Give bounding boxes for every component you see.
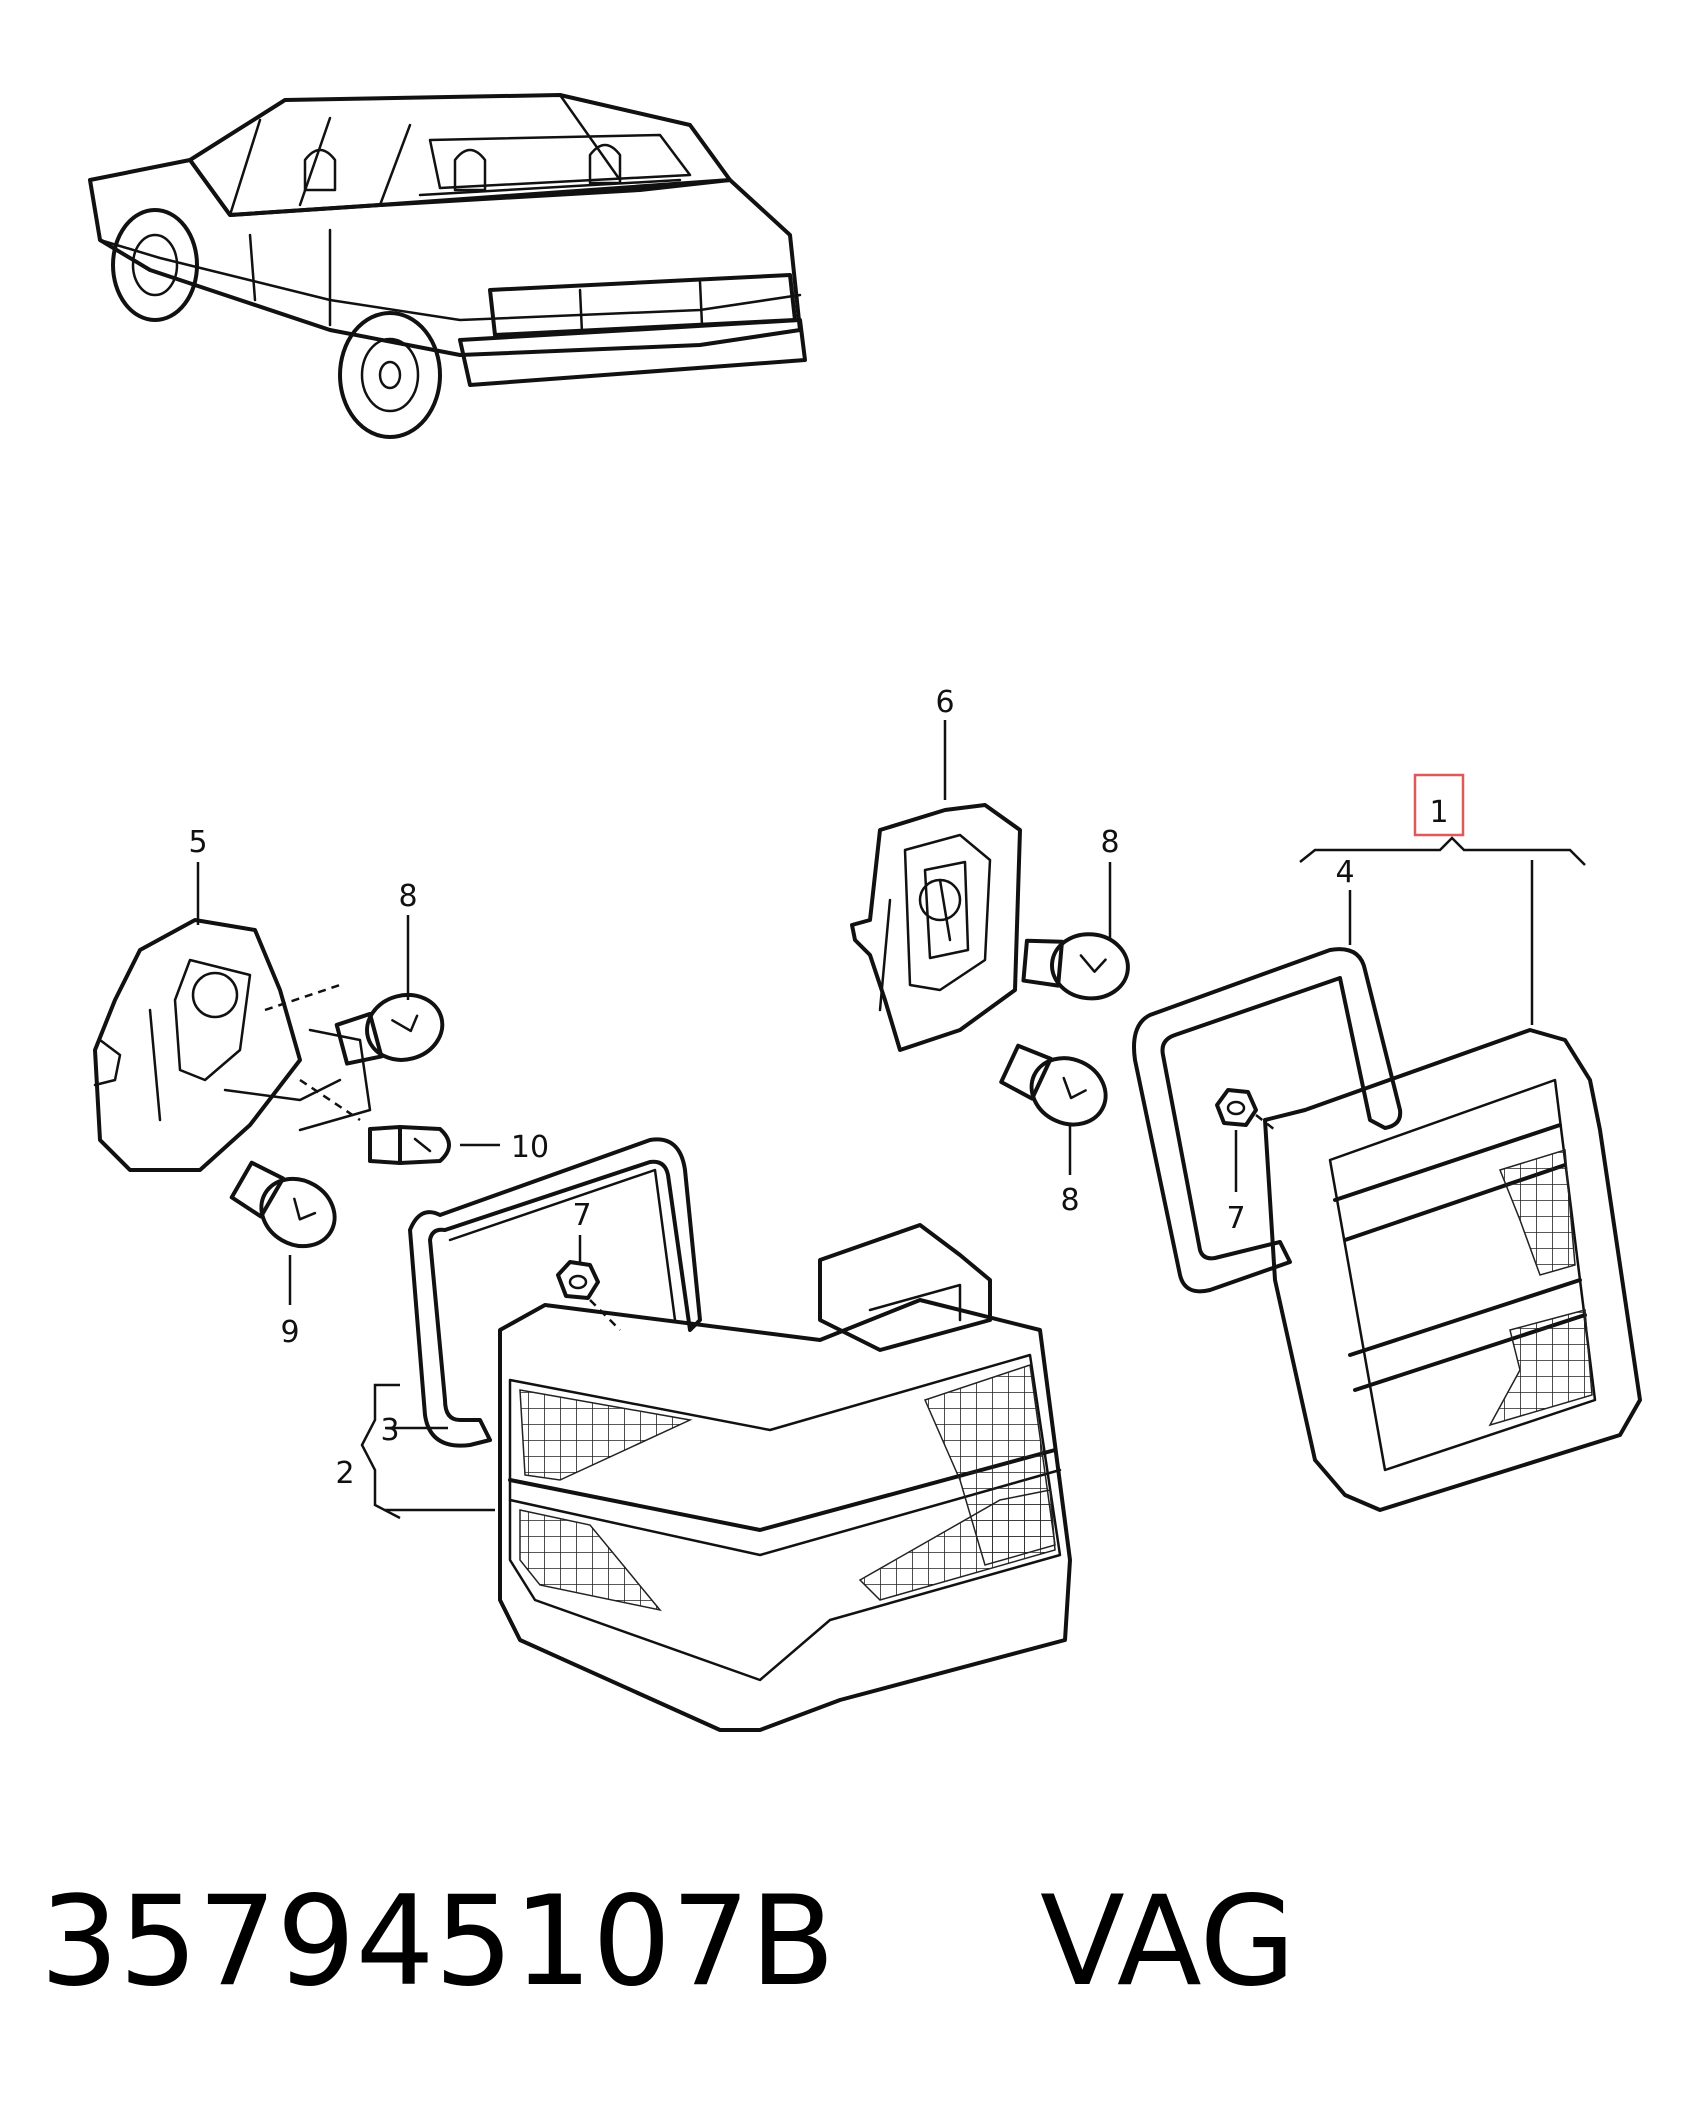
callout-1: 1: [1429, 795, 1448, 830]
tail-light-inner: [1263, 1028, 1642, 1512]
callout-4: 4: [1335, 855, 1354, 890]
bulb-10: [368, 1125, 451, 1165]
callout-3: 3: [380, 1413, 399, 1448]
bulb-holder-left: [93, 918, 372, 1172]
callout-8-left: 8: [398, 879, 417, 914]
parts-diagram: 1 2 3 4 5 6 7 7 8 8 8 9 10: [88, 93, 1642, 1732]
bulb-8-left: [334, 992, 445, 1066]
bulb-holder-centre: [850, 803, 1022, 1052]
part-number: 357945107B: [40, 1870, 836, 2014]
nut-right: [1215, 1088, 1276, 1131]
car-illustration: [88, 93, 807, 439]
footer: 357945107B VAG: [40, 1880, 1640, 2080]
callout-8-lower: 8: [1060, 1183, 1079, 1218]
bulb-9: [229, 1160, 337, 1249]
callout-8-upper: 8: [1100, 825, 1119, 860]
callouts: 1 2 3 4 5 6 7 7 8 8 8 9 10: [188, 685, 1465, 1491]
leader-lines: [196, 720, 1586, 1520]
nut-left: [556, 1260, 621, 1331]
brand-label: VAG: [1040, 1870, 1296, 2014]
bulb-8-lower: [999, 1043, 1108, 1127]
gasket-right: [1132, 947, 1403, 1294]
callout-9: 9: [280, 1315, 299, 1350]
tail-light-outer: [498, 1223, 1072, 1732]
callout-10: 10: [511, 1130, 549, 1165]
callout-1-highlight: [1413, 773, 1465, 837]
callout-7-left: 7: [572, 1198, 591, 1233]
callout-2: 2: [335, 1456, 354, 1491]
callout-6: 6: [935, 685, 954, 720]
callout-7-right: 7: [1226, 1201, 1245, 1236]
gasket-left: [408, 1137, 702, 1448]
bulb-8-upper: [1021, 932, 1130, 1001]
callout-5: 5: [188, 825, 207, 860]
